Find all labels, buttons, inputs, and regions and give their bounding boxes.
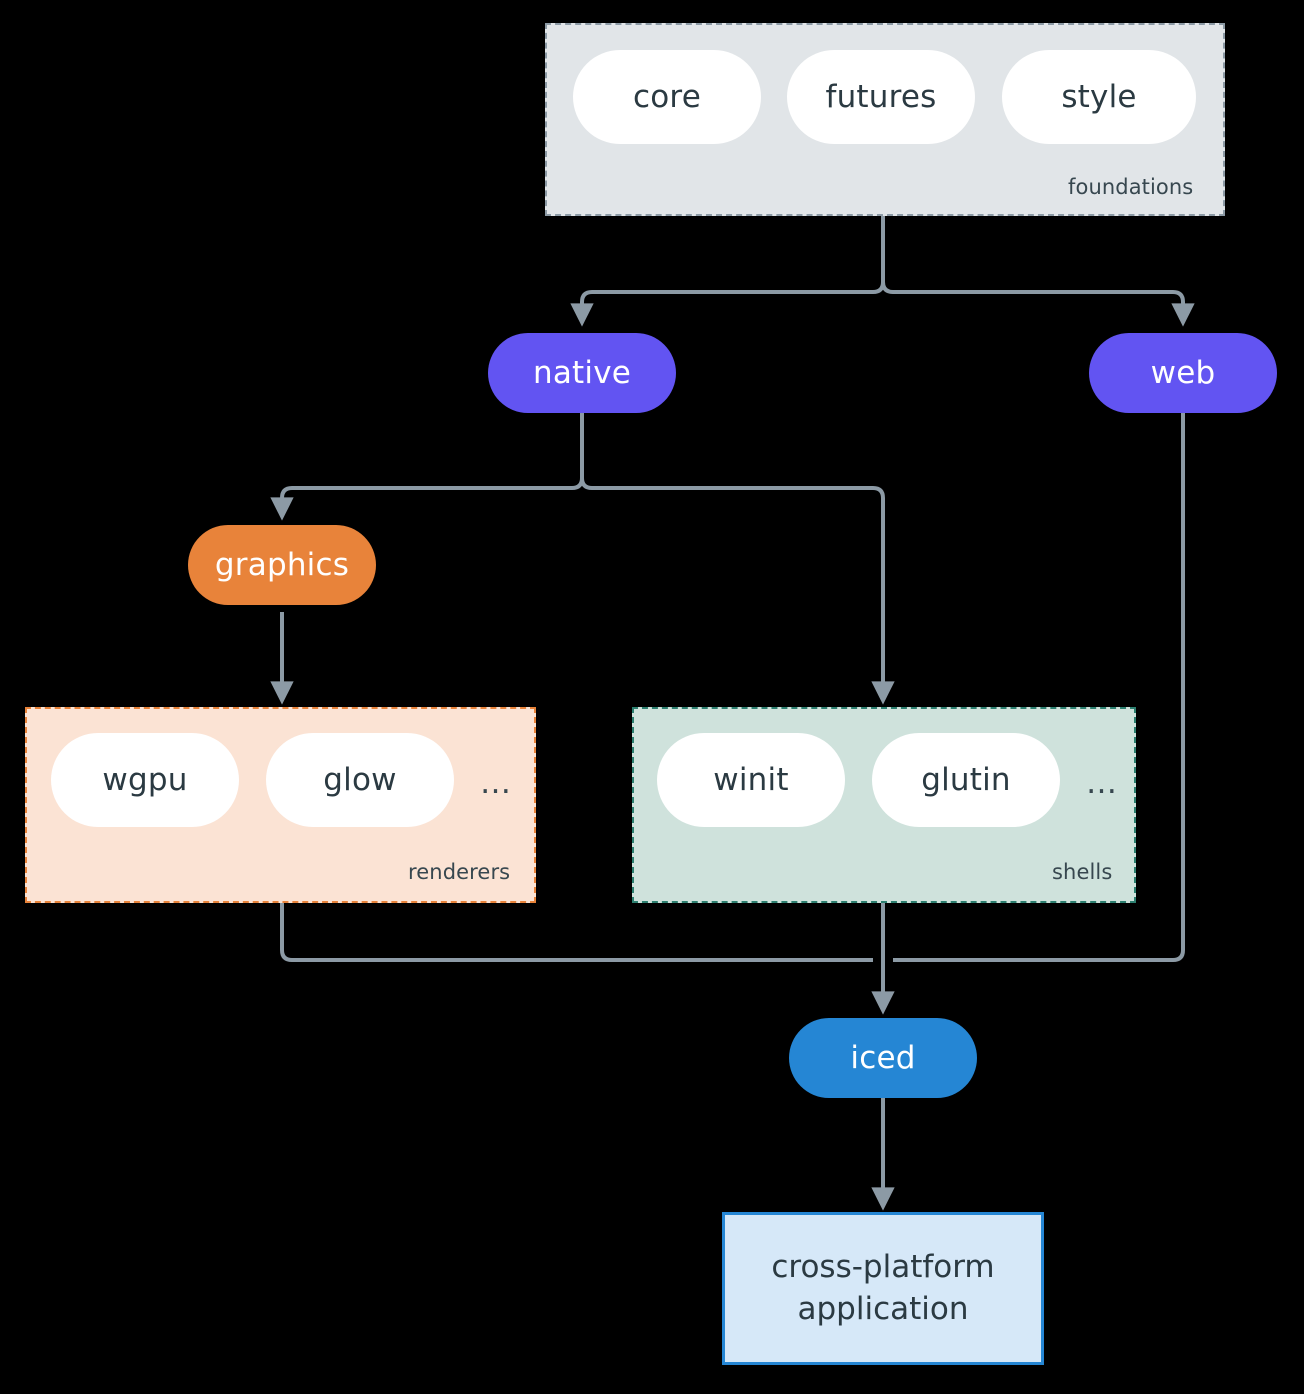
edge-foundations-web (881, 216, 1195, 327)
application-label-line2: application (797, 1290, 969, 1327)
node-style[interactable]: style (1002, 50, 1196, 144)
edge-native-graphics (270, 412, 584, 521)
node-winit[interactable]: winit (657, 733, 845, 827)
edge-native-shells (580, 412, 895, 705)
node-glutin-label: glutin (921, 762, 1011, 798)
node-futures-label: futures (825, 79, 937, 115)
node-wgpu[interactable]: wgpu (51, 733, 239, 827)
node-iced[interactable]: iced (789, 1018, 977, 1098)
node-renderers-more: … (480, 765, 511, 801)
node-native-label: native (532, 355, 632, 391)
node-glow[interactable]: glow (266, 733, 454, 827)
node-style-label: style (1061, 79, 1137, 115)
node-glow-label: glow (323, 762, 397, 798)
node-wgpu-label: wgpu (102, 762, 188, 798)
node-core[interactable]: core (573, 50, 761, 144)
node-winit-label: winit (713, 762, 789, 798)
node-graphics-label: graphics (214, 547, 350, 583)
node-graphics[interactable]: graphics (188, 525, 376, 605)
node-iced-label: iced (850, 1040, 916, 1076)
cluster-label-foundations: foundations (1068, 175, 1194, 199)
node-glutin[interactable]: glutin (872, 733, 1060, 827)
edge-renderers-iced (280, 903, 873, 962)
node-cross-platform-application[interactable]: cross-platform application (722, 1212, 1044, 1365)
node-futures[interactable]: futures (787, 50, 975, 144)
application-label-line1: cross-platform (771, 1249, 995, 1286)
cluster-label-renderers: renderers (408, 860, 511, 884)
node-shells-more: … (1086, 765, 1117, 801)
node-core-label: core (633, 79, 701, 115)
node-web-label: web (1150, 355, 1216, 391)
node-web[interactable]: web (1089, 333, 1277, 413)
edge-foundations-native (570, 216, 885, 327)
node-native[interactable]: native (488, 333, 676, 413)
cluster-label-shells: shells (1052, 860, 1113, 884)
